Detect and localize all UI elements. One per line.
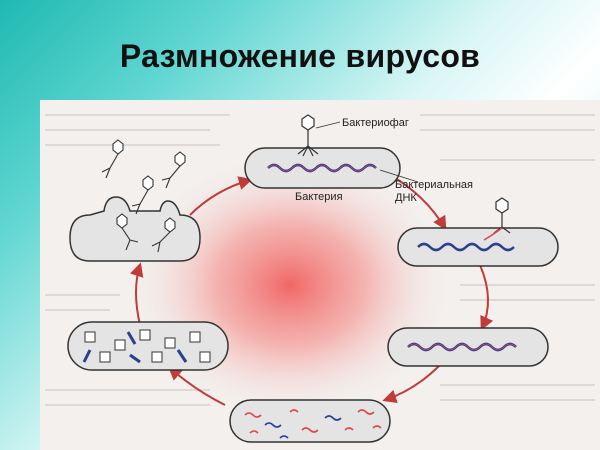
arrow-bottom-left (167, 366, 226, 406)
cell-viral-dna (229, 399, 391, 443)
virus-reproduction-diagram: Бактериофаг Бактерия Бактериальная ДНК (40, 100, 600, 450)
faded-print-lines (45, 114, 595, 406)
released-phages-icon (101, 139, 186, 253)
phage-injecting-icon (483, 197, 511, 241)
cell-infection (244, 114, 401, 189)
arrow-bottom-right (382, 364, 441, 404)
cell-injection (397, 197, 559, 267)
slide-title: Размножение вирусов (119, 38, 481, 74)
dna-pointer (379, 169, 419, 183)
arrow-top-left (189, 176, 253, 216)
phage-pointer (315, 121, 341, 129)
label-bacterial-dna-line2: ДНК (395, 192, 417, 204)
cell-lysis (69, 139, 201, 262)
bacteriophage-icon (297, 114, 319, 157)
label-bacteriophage: Бактериофаг (342, 117, 409, 129)
arrow-left (129, 262, 144, 326)
label-bacterial-dna-line1: Бактериальная (395, 179, 473, 191)
cell-replication (387, 327, 549, 367)
arrow-right (479, 264, 494, 331)
cell-assembly (67, 321, 229, 371)
label-bacterium: Бактерия (295, 191, 343, 203)
